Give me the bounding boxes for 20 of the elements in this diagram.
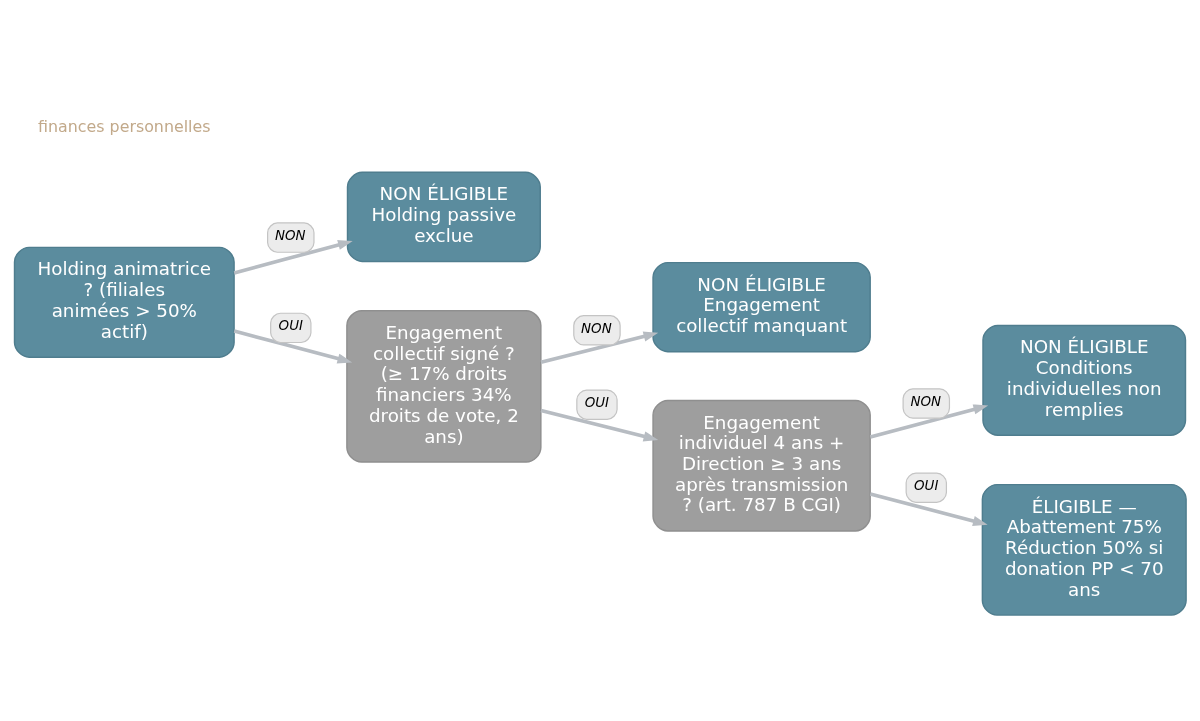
node-box: NON ÉLIGIBLE Engagement collectif manquant [652, 261, 871, 353]
arrow [869, 492, 988, 527]
node-box: Engagement individuel 4 ans + Direction ≥ 3 ans après transmission ? (art. 787 B CGI) [652, 399, 871, 532]
edge-label: NON [581, 320, 612, 336]
node-box: ÉLIGIBLE — Abattement 75% Réduction 50% si donation PP < 70 ans [981, 483, 1187, 616]
arrow [540, 408, 659, 442]
arrow [869, 404, 989, 439]
node-box: Holding animatrice ? (filiales animées > 50% actif) [13, 246, 235, 358]
node-box: Engagement collectif signé ? (≥ 17% droits financiers 34% droits de vote, 2 ans) [346, 310, 542, 463]
edge-label: OUI [278, 318, 303, 334]
edge-label: OUI [584, 394, 610, 410]
node-box: NON ÉLIGIBLE Conditions individuelles non remplies [982, 324, 1187, 436]
node-box: NON ÉLIGIBLE Holding passive exclue [346, 171, 541, 263]
arrow [233, 239, 353, 275]
edge-label: NON [910, 393, 942, 409]
edge-label: OUI [914, 477, 939, 493]
arrow [233, 329, 353, 364]
label: finances personnelles [38, 116, 211, 136]
edge-label: NON [274, 227, 306, 243]
arrow [540, 331, 659, 365]
